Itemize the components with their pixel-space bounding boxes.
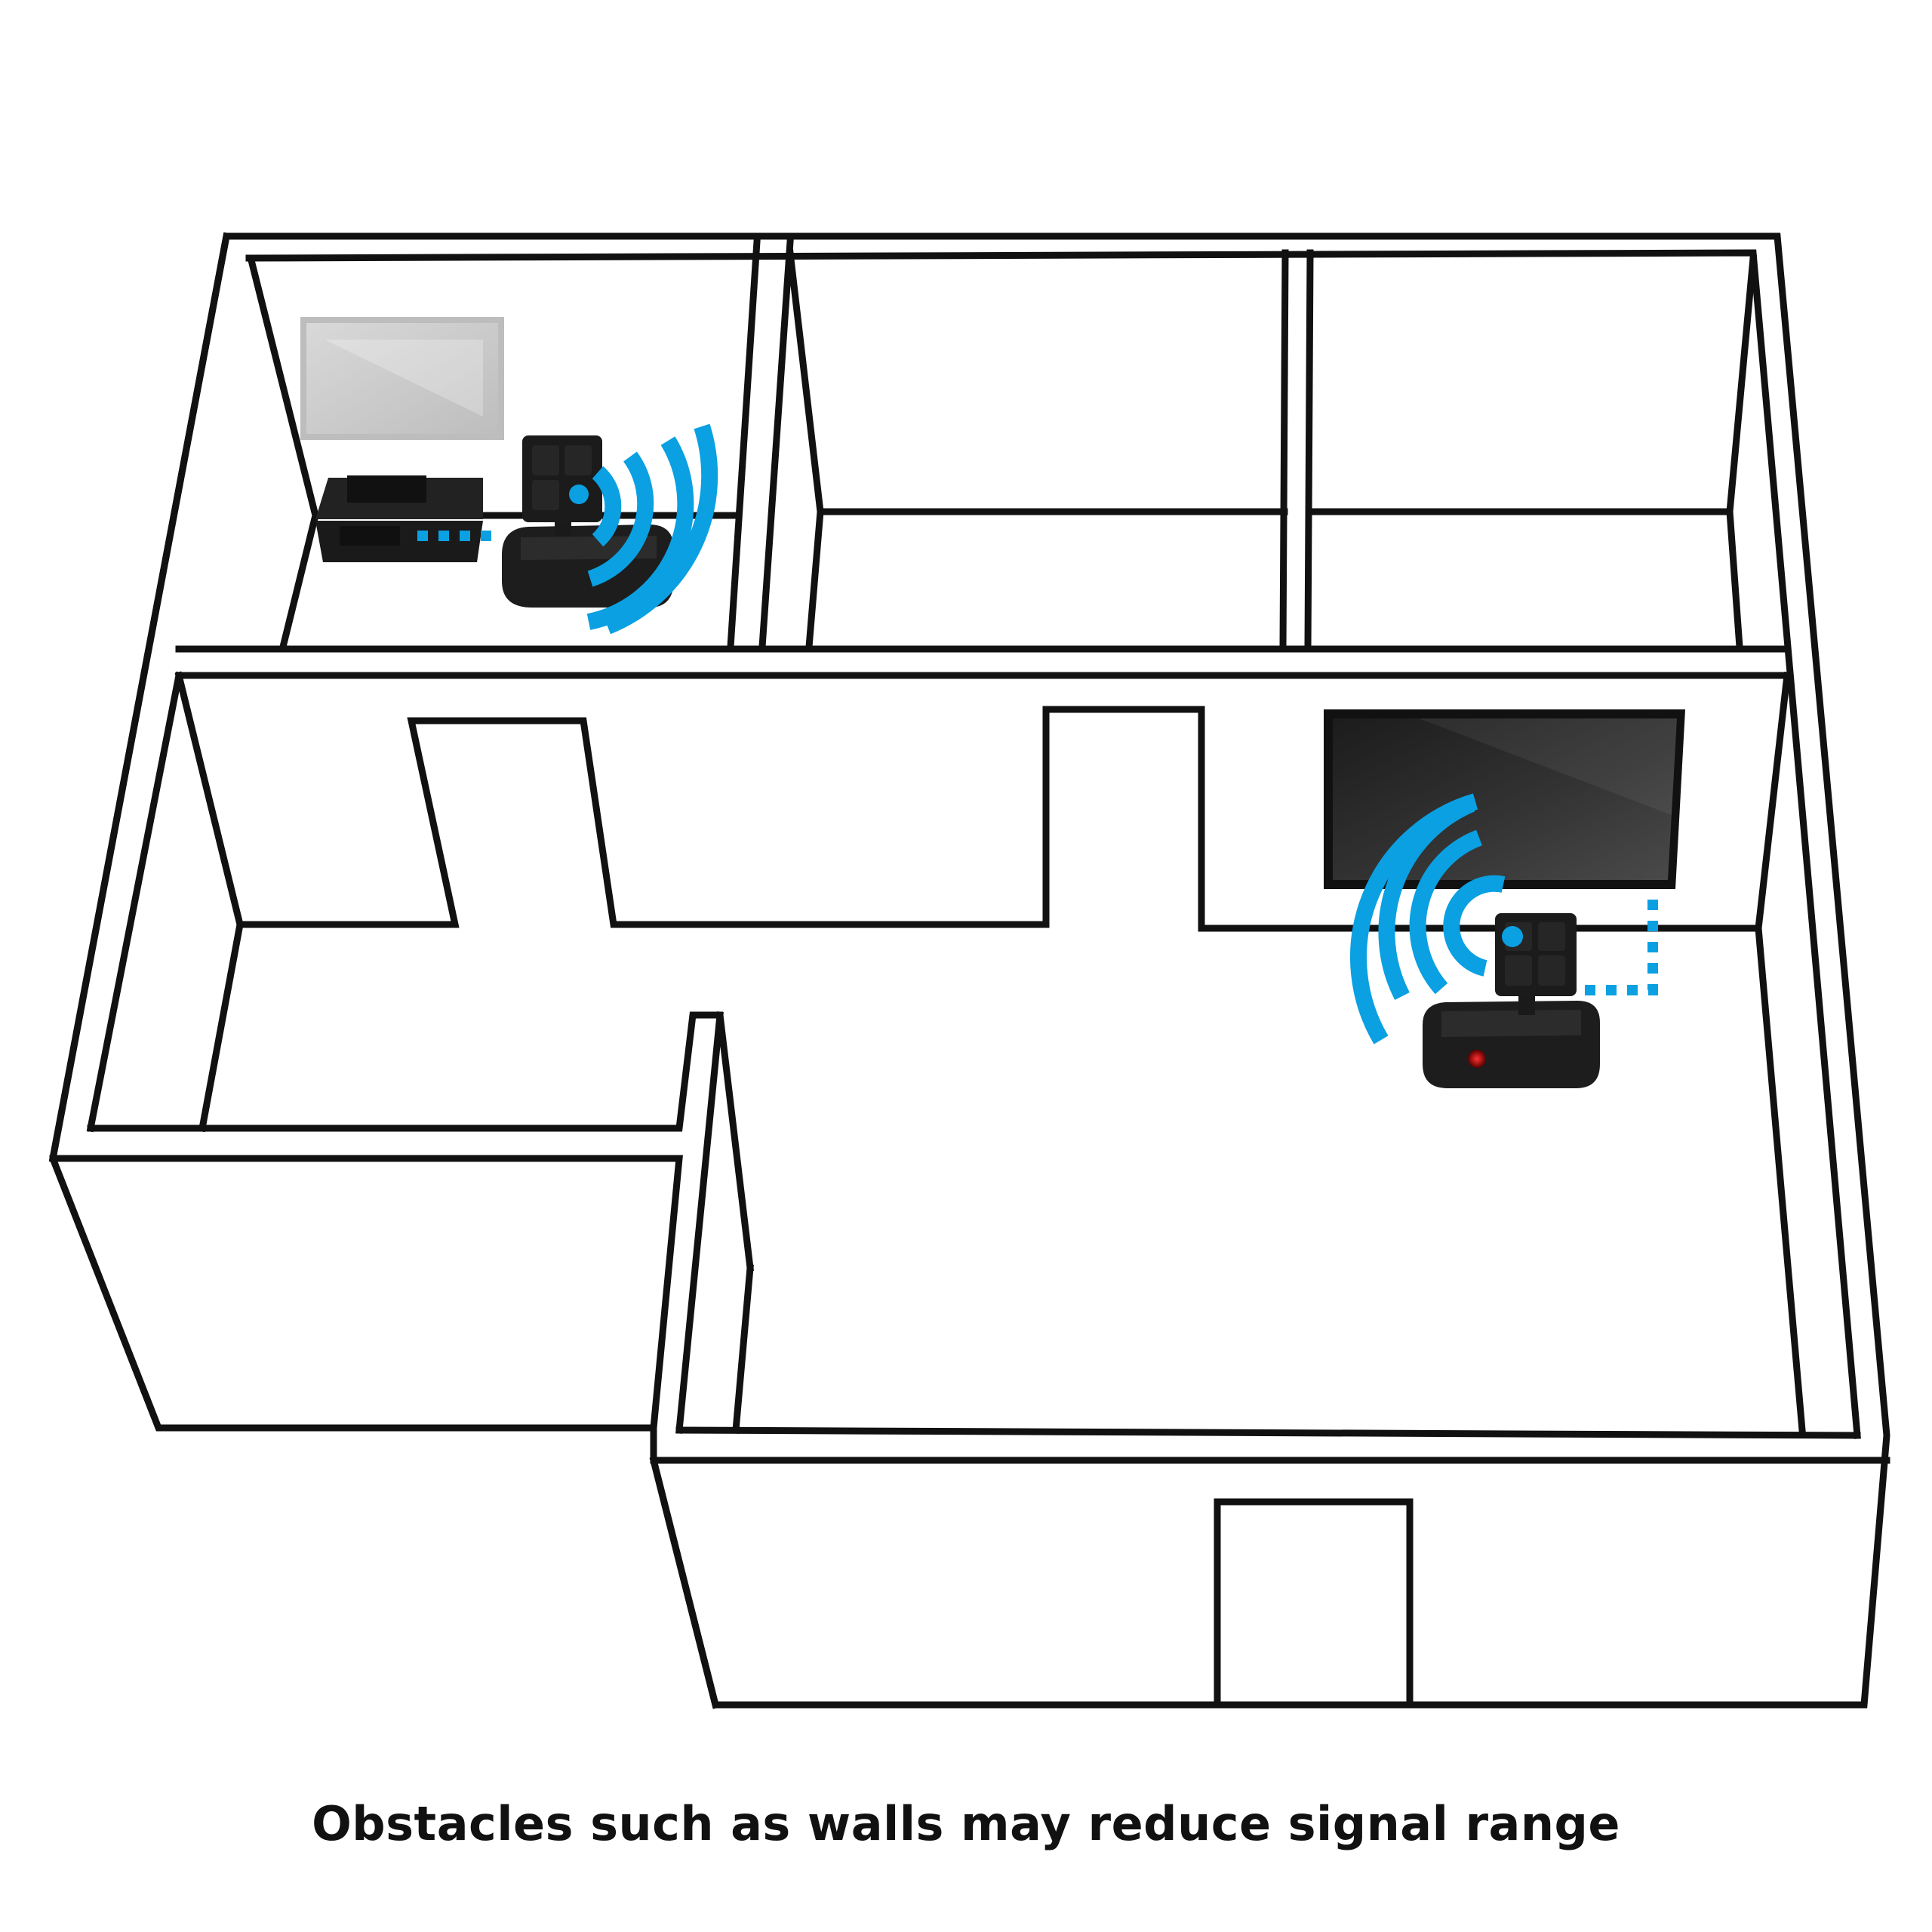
front-face-edge	[649, 1456, 720, 1709]
left-wall-inner	[86, 671, 183, 1133]
back-room-mid-back	[786, 249, 1288, 651]
inner-wall-rim	[245, 249, 1861, 1439]
partition-back-right	[1279, 249, 1289, 651]
outer-wall-outline	[49, 232, 1890, 1709]
front-room-left-wall-inner	[732, 1264, 754, 1434]
left-room-floor-line	[87, 1011, 755, 1272]
inner-wall-left-side	[198, 920, 245, 1133]
wireless-signal-icon	[586, 423, 718, 635]
television-icon	[1324, 709, 1685, 889]
partition-back-left	[727, 238, 761, 651]
wireless-signal-icon	[1350, 793, 1506, 1044]
door-outline	[1214, 1498, 1414, 1709]
front-room-left-wall	[675, 1011, 724, 1434]
cable-connection-right	[1585, 892, 1658, 995]
partition-back-left-inner	[758, 238, 794, 651]
front-room-right-wall	[1755, 672, 1806, 1434]
inner-wall-left-room	[174, 671, 1762, 932]
front-room-floor-front	[675, 1426, 1861, 1439]
receiver-device-icon	[1423, 913, 1600, 1088]
left-room-front-line	[49, 1155, 683, 1432]
building-walls	[48, 232, 1890, 1709]
partition-back-right-inner	[1304, 249, 1314, 651]
diagram-caption: Obstacles such as walls may reduce signa…	[312, 1796, 1620, 1851]
set-top-box-icon	[315, 475, 483, 562]
left-wall-outer	[48, 232, 231, 1163]
television-icon	[300, 317, 504, 440]
back-room-right-back	[1306, 254, 1757, 651]
